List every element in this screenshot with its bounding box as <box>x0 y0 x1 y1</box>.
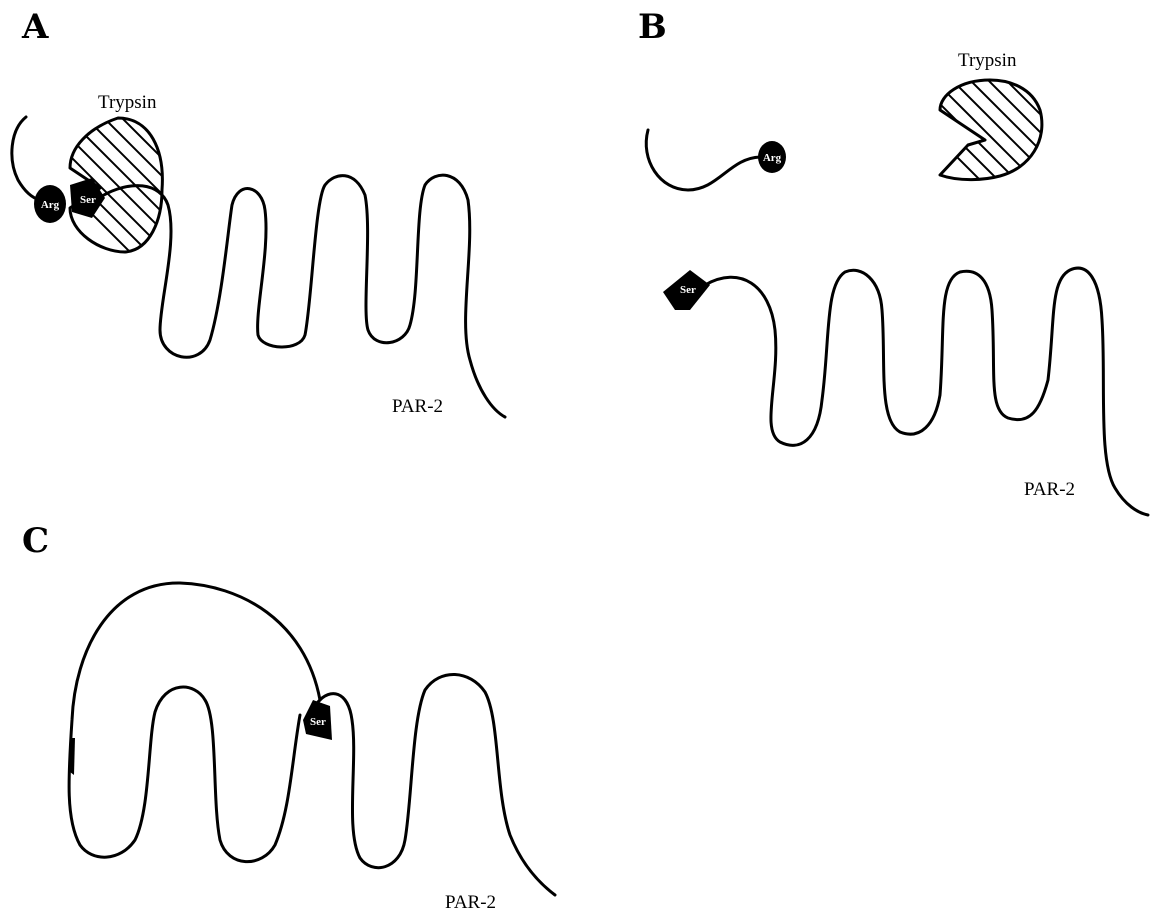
arg-residue-b: Arg <box>758 141 786 173</box>
trypsin-enzyme-b <box>930 4 1060 260</box>
n-terminal-tail-a <box>12 117 40 200</box>
par2-receptor-strand-c <box>69 583 320 862</box>
par2-label-b: PAR-2 <box>1024 479 1075 500</box>
strand-mark-c <box>70 738 75 775</box>
arg-label-a: Arg <box>41 199 60 211</box>
ser-residue-b: Ser <box>663 270 710 310</box>
panel-a: A Trypsin Arg <box>12 7 505 417</box>
par2-label-a: PAR-2 <box>392 396 443 417</box>
panel-c: C Ser PAR-2 <box>22 521 555 913</box>
ser-label-b: Ser <box>680 284 696 296</box>
trypsin-label-a: Trypsin <box>98 92 157 113</box>
panel-b: B Trypsin Arg Ser <box>638 4 1148 515</box>
panel-c-letter: C <box>22 521 49 561</box>
par2-receptor-tail-c <box>318 674 555 895</box>
panel-a-letter: A <box>21 7 49 47</box>
ser-label-a: Ser <box>80 194 96 206</box>
par2-label-c: PAR-2 <box>445 892 496 913</box>
par2-receptor-strand-a <box>102 175 505 417</box>
panel-b-letter: B <box>638 7 667 47</box>
cleaved-fragment-b <box>646 130 760 190</box>
par2-receptor-strand-b <box>705 268 1148 515</box>
arg-label-b: Arg <box>763 152 782 164</box>
ser-residue-a: Ser <box>70 178 105 218</box>
trypsin-label-b: Trypsin <box>958 50 1017 71</box>
ser-label-c: Ser <box>310 716 326 728</box>
arg-residue-a: Arg <box>34 185 66 223</box>
ser-residue-c: Ser <box>303 700 332 740</box>
